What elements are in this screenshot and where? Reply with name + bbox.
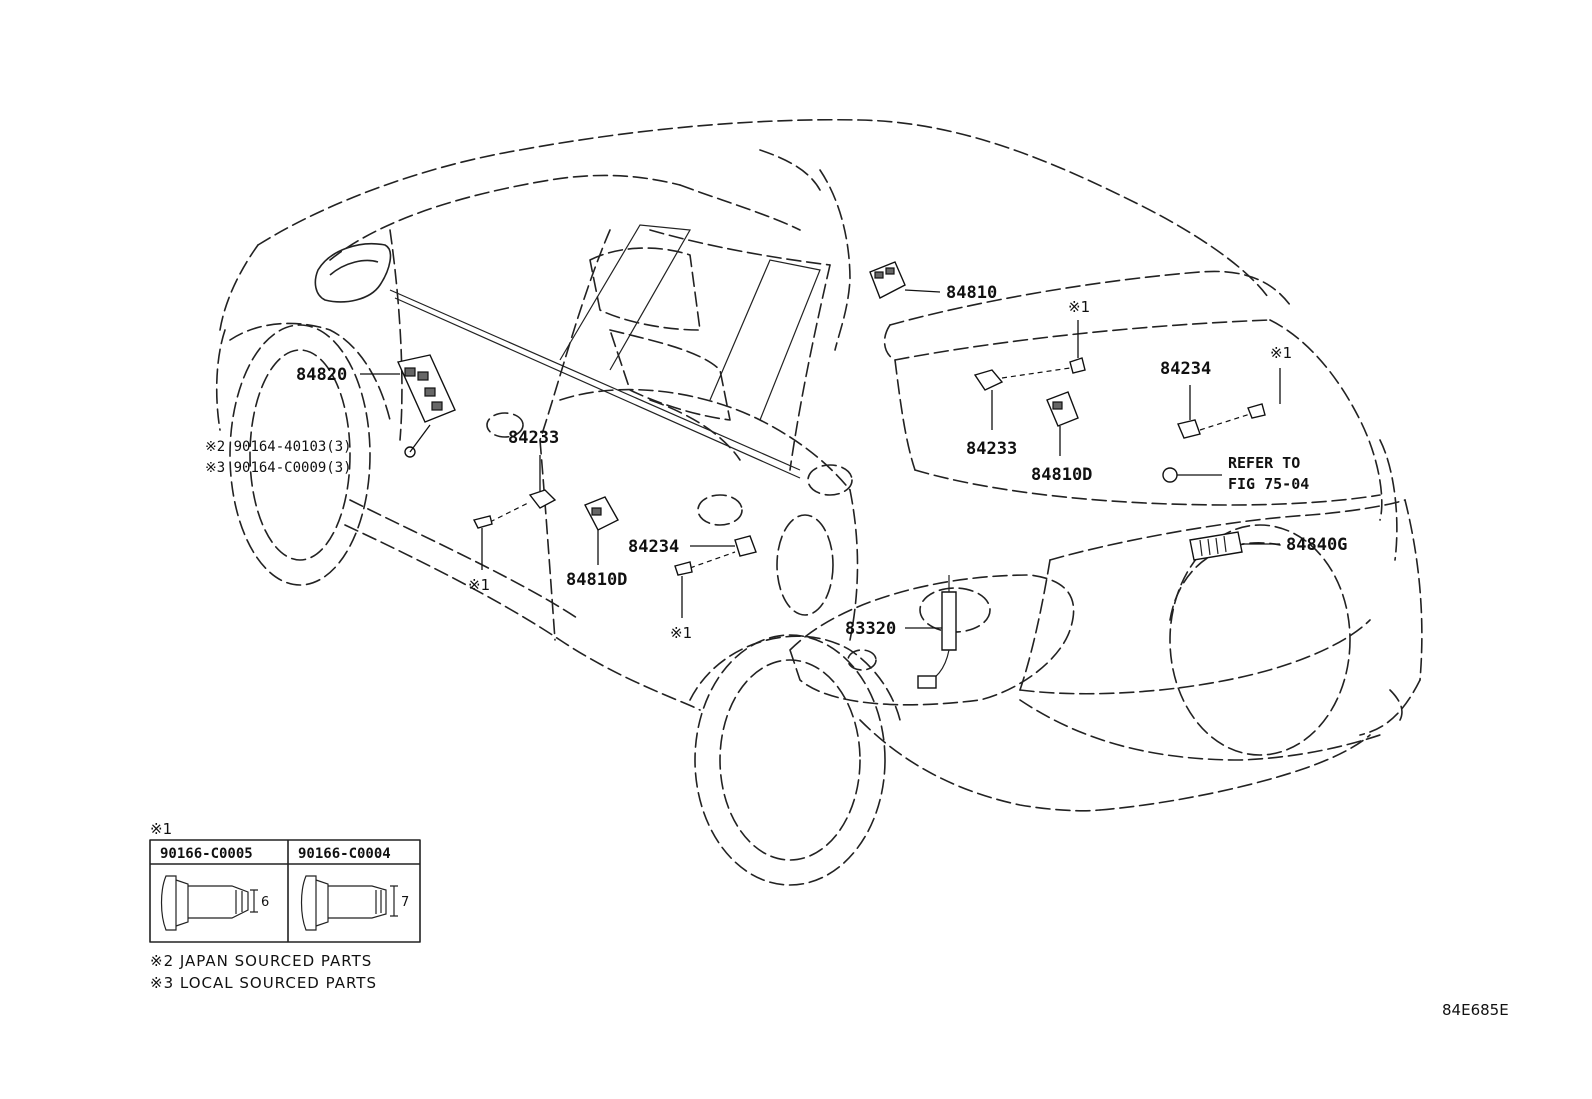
- side-mirror: [314, 243, 392, 303]
- part-84234-right: [1177, 385, 1251, 439]
- mark-1-mid: ※1: [670, 624, 692, 642]
- bolt-right-2: [1247, 368, 1281, 419]
- label-84233-left: 84233: [508, 428, 559, 448]
- legend-col2-part: 90166-C0004: [298, 846, 391, 862]
- legend-col1-dim: 6: [261, 895, 269, 910]
- part-84233-right: [973, 367, 1071, 430]
- part-84810-switch: [869, 261, 941, 299]
- legend-japan-sourced: ※2 JAPAN SOURCED PARTS: [150, 952, 372, 970]
- part-84840g-switch: [1189, 531, 1280, 561]
- label-84810: 84810: [946, 283, 997, 303]
- label-83320: 83320: [845, 619, 896, 639]
- label-84234-mid: 84234: [628, 537, 679, 557]
- mark-1-right-a: ※1: [1068, 298, 1090, 316]
- legend-mark-1: ※1: [150, 820, 172, 838]
- legend-table: ※1 90166-C0005 90166-C0004 6 7 ※2 JAPAN …: [149, 820, 421, 992]
- label-84810d-right: 84810D: [1031, 465, 1092, 485]
- note-bolt-japan: ※2 90164-40103(3): [205, 439, 352, 455]
- label-84234-right: 84234: [1160, 359, 1211, 379]
- part-84234-mid: [689, 535, 757, 569]
- clip-drawing-2: [300, 875, 398, 931]
- part-84810d-right: [1046, 391, 1079, 456]
- clip-refer: [1162, 467, 1222, 483]
- car-body-outline: [215, 118, 1423, 886]
- legend-local-sourced: ※3 LOCAL SOURCED PARTS: [150, 974, 377, 992]
- screw-90164: [404, 424, 431, 458]
- refer-line-2: FIG 75-04: [1228, 475, 1309, 493]
- clip-drawing-1: [160, 875, 258, 931]
- mark-1-left: ※1: [468, 576, 490, 594]
- figure-code: 84E685E: [1442, 1001, 1509, 1019]
- bolt-mid: [674, 561, 693, 618]
- bolt-left: [472, 515, 493, 570]
- door-belt-line-inner: [394, 297, 801, 479]
- part-84820-switch: [360, 354, 456, 423]
- mark-1-right-b: ※1: [1270, 344, 1292, 362]
- label-84840g: 84840G: [1286, 535, 1347, 555]
- rear-door-frame: [709, 259, 821, 421]
- part-83320-sender: [905, 575, 957, 689]
- note-bolt-local: ※3 90164-C0009(3): [205, 460, 352, 476]
- label-84233-right: 84233: [966, 439, 1017, 459]
- legend-col1-part: 90166-C0005: [160, 846, 253, 862]
- part-84233-left: [489, 455, 557, 523]
- bolt-right-1: [1069, 320, 1086, 374]
- part-84810d-left: [584, 496, 619, 565]
- label-84820: 84820: [296, 365, 347, 385]
- door-frame: [559, 224, 691, 371]
- label-84810d-left: 84810D: [566, 570, 627, 590]
- legend-col2-dim: 7: [401, 895, 409, 910]
- door-belt-line: [389, 289, 801, 471]
- refer-line-1: REFER TO: [1228, 454, 1300, 472]
